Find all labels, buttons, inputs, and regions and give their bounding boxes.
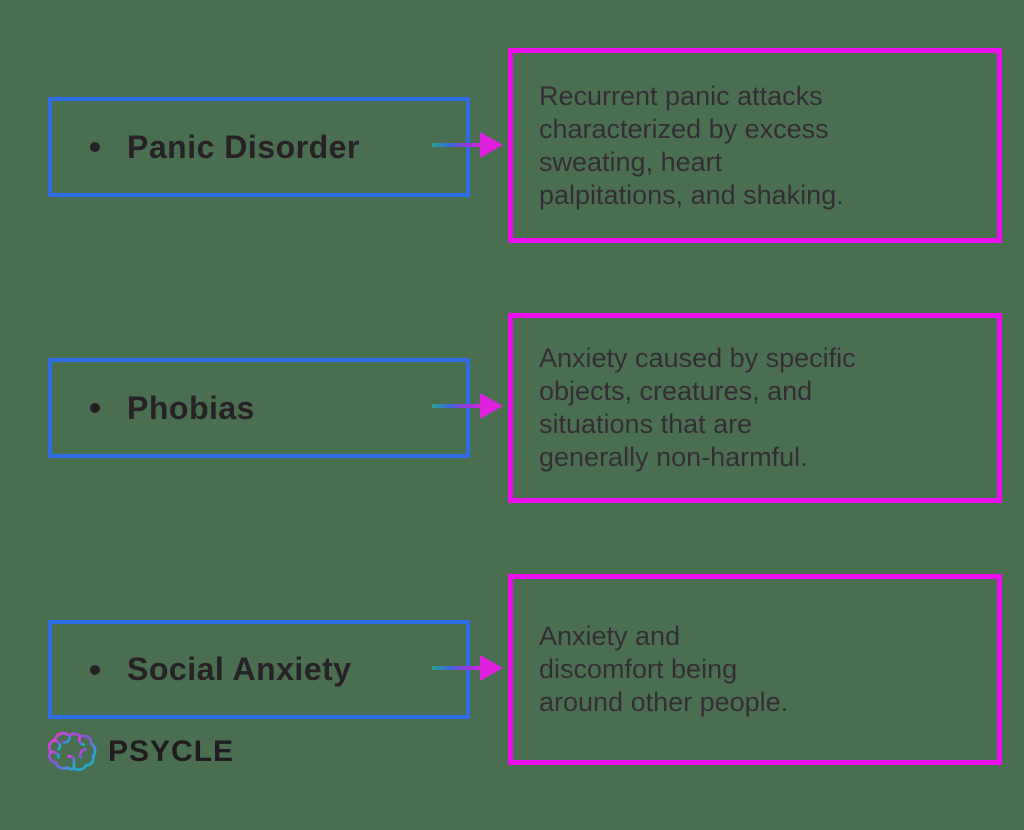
bullet-icon xyxy=(90,142,100,152)
description-box-phobias: Anxiety caused by specific objects, crea… xyxy=(508,313,1002,503)
description-text: Anxiety caused by specific objects, crea… xyxy=(539,343,856,472)
logo-text: PSYCLE xyxy=(108,735,235,768)
term-label: Phobias xyxy=(127,389,255,426)
description-box-social-anxiety: Anxiety and discomfort being around othe… xyxy=(508,574,1002,765)
description-text: Recurrent panic attacks characterized by… xyxy=(539,80,844,210)
term-label: Panic Disorder xyxy=(127,128,360,165)
bullet-icon xyxy=(90,403,100,413)
arrow-shaft xyxy=(432,666,484,670)
arrow-head-icon xyxy=(480,393,503,419)
arrow-social-anxiety xyxy=(432,655,504,681)
arrow-head-icon xyxy=(480,655,503,681)
description-text: Anxiety and discomfort being around othe… xyxy=(539,621,789,717)
arrow-shaft xyxy=(432,404,484,408)
arrow-head-icon xyxy=(480,132,503,158)
psycle-logo: PSYCLE xyxy=(46,730,234,774)
brain-icon xyxy=(47,732,97,772)
bullet-icon xyxy=(90,664,100,675)
term-box-phobias: Phobias xyxy=(48,358,470,458)
term-box-panic-disorder: Panic Disorder xyxy=(48,97,470,197)
arrow-phobias xyxy=(432,393,504,419)
description-box-panic-disorder: Recurrent panic attacks characterized by… xyxy=(508,48,1002,243)
term-box-social-anxiety: Social Anxiety xyxy=(48,620,470,719)
arrow-shaft xyxy=(432,143,484,147)
term-label: Social Anxiety xyxy=(127,651,352,687)
arrow-panic-disorder xyxy=(432,132,504,158)
